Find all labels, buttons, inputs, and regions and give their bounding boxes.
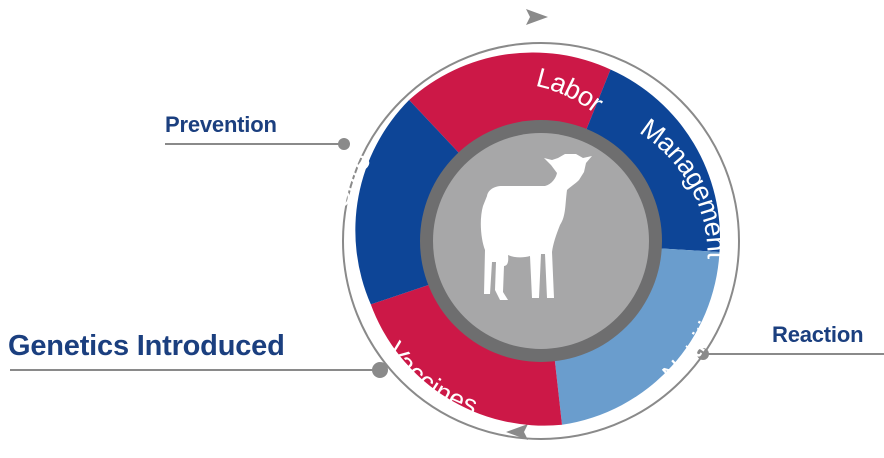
prevention-connector-dot bbox=[338, 138, 350, 150]
reaction-connector-dot bbox=[697, 348, 709, 360]
genetics-connector-dot bbox=[372, 362, 388, 378]
cycle-arrow-icon bbox=[506, 424, 528, 440]
cow-silhouette-icon bbox=[480, 154, 592, 300]
cycle-arrow-icon bbox=[526, 9, 548, 25]
reaction-label: Reaction bbox=[772, 322, 864, 347]
outer-cycle-ring bbox=[342, 42, 740, 440]
segment-nutrition bbox=[551, 246, 720, 425]
segment-management bbox=[574, 69, 721, 252]
prevention-label: Prevention bbox=[165, 112, 277, 137]
segment-vaccines bbox=[370, 274, 562, 426]
genetics-introduced-label: Genetics Introduced bbox=[8, 330, 285, 362]
